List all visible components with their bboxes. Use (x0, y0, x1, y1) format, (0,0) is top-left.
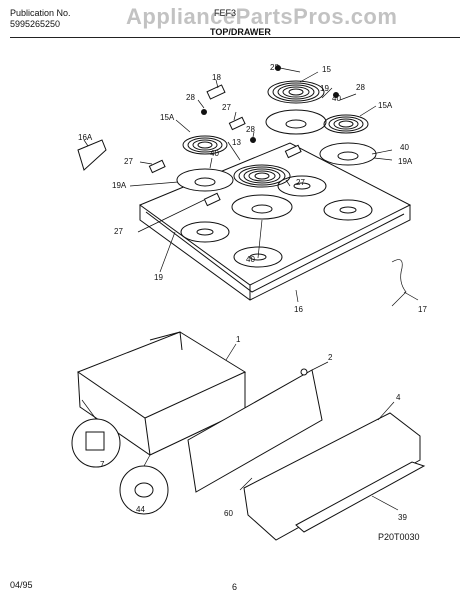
callout-19A-a: 19A (398, 157, 413, 166)
page-number: 6 (232, 582, 238, 592)
callout-28c: 28 (356, 83, 365, 92)
callout-15A-b: 15A (160, 113, 175, 122)
callout-28a: 28 (270, 63, 279, 72)
callout-18: 18 (212, 73, 221, 82)
trim-rings (176, 109, 377, 220)
callout-44: 44 (136, 505, 145, 514)
revision-date: 04/95 (10, 580, 33, 590)
callout-27d: 27 (114, 227, 123, 236)
callout-19a: 19 (320, 84, 329, 93)
callout-15a: 15 (322, 65, 331, 74)
callout-40b: 40 (210, 149, 219, 158)
callout-40c: 40 (400, 143, 409, 152)
element-receptacles (77, 84, 302, 207)
callout-19A-b: 19A (112, 181, 127, 190)
front-screw (239, 477, 253, 491)
callout-2: 2 (328, 353, 333, 362)
callout-4: 4 (396, 393, 401, 402)
callout-39: 39 (398, 513, 407, 522)
coil-elements (182, 80, 369, 188)
callout-27c: 27 (124, 157, 133, 166)
watermark: AppliancePartsPros.com (126, 4, 398, 29)
drawer-front-panel (243, 412, 421, 541)
callout-28d: 28 (246, 125, 255, 134)
callout-60: 60 (224, 509, 233, 518)
publication-number: 5995265250 (10, 19, 61, 29)
glide-bracket-detail (71, 399, 121, 468)
callout-13: 13 (232, 138, 241, 147)
leader-lines (83, 67, 419, 511)
model-number: FEF3 (214, 8, 237, 18)
drawer-liner-panel (187, 369, 323, 493)
callout-1: 1 (236, 335, 241, 344)
callout-7: 7 (100, 460, 105, 469)
callout-labels: 28 15 18 28 19 40 28 15A 27 16A 15A 28 1… (78, 63, 427, 522)
fasteners (201, 65, 339, 143)
callout-15A-a: 15A (378, 101, 393, 110)
drawer-handle-trim (295, 461, 426, 533)
callout-16: 16 (294, 305, 303, 314)
drip-bowls (180, 175, 373, 268)
header-divider (10, 37, 460, 38)
callout-27b: 27 (296, 178, 305, 187)
callout-17: 17 (418, 305, 427, 314)
roller-detail (119, 454, 169, 515)
callout-40d: 40 (246, 255, 255, 264)
callout-40a: 40 (332, 94, 341, 103)
diagram-code: P20T0030 (378, 532, 420, 542)
wire-harness (391, 259, 407, 307)
callout-27a: 27 (222, 103, 231, 112)
callout-16A: 16A (78, 133, 93, 142)
callout-28b: 28 (186, 93, 195, 102)
publication-label: Publication No. (10, 8, 71, 18)
section-title: TOP/DRAWER (210, 27, 271, 37)
liner-screw (300, 368, 308, 376)
callout-19b: 19 (154, 273, 163, 282)
